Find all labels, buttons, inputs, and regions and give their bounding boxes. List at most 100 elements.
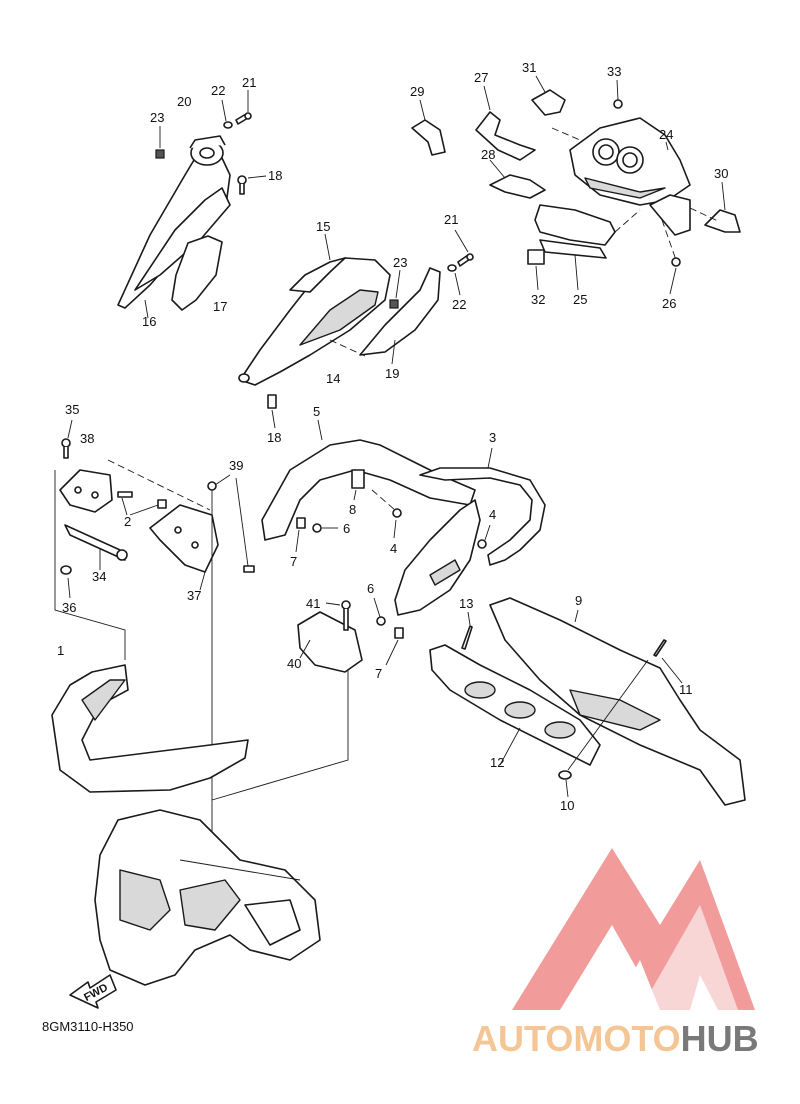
callout-15: 15: [316, 219, 330, 234]
part-23-clip-center: [389, 269, 401, 309]
callout-18-b: 18: [267, 430, 281, 445]
callout-11: 11: [679, 682, 693, 697]
part-22-washer-center: [447, 264, 461, 296]
callout-4-b: 4: [390, 541, 397, 556]
part-2-bolt: [117, 491, 167, 516]
callout-labels: 1 2 3 4 4 5 6 6 7 7 8 9 10 11 12 13 14 1…: [57, 60, 728, 813]
callout-4-a: 4: [489, 507, 496, 522]
callout-39: 39: [229, 458, 243, 473]
callout-27: 27: [474, 70, 488, 85]
callout-12: 12: [490, 755, 504, 770]
callout-14: 14: [326, 371, 340, 386]
part-8-damper: [351, 469, 365, 501]
part-17-inner-panel: [171, 235, 223, 311]
callout-26: 26: [662, 296, 676, 311]
part-31-clip: [531, 75, 566, 116]
callout-38: 38: [80, 431, 94, 446]
part-1-front-guard: [51, 664, 249, 793]
watermark-logo: [512, 848, 755, 1010]
brand-part2: HUB: [680, 1018, 759, 1059]
callout-22-a: 22: [211, 83, 225, 98]
part-36-nut: [60, 565, 72, 599]
assembly-line: [211, 635, 349, 801]
callout-23-b: 23: [393, 255, 407, 270]
part-13-pin: [461, 611, 473, 650]
callout-1: 1: [57, 643, 64, 658]
part-29-clip: [411, 99, 446, 156]
part-25-meter-bracket: [534, 204, 616, 291]
part-12-side-guard: [429, 644, 601, 766]
dash-line: [371, 489, 396, 511]
part-24-meter-cover: [569, 117, 691, 206]
part-35-bolt: [61, 419, 73, 459]
callout-30: 30: [714, 166, 728, 181]
dash-line: [689, 207, 721, 223]
part-14-center-cover: [238, 257, 391, 386]
part-34-stay: [64, 524, 128, 570]
dash-line: [107, 459, 211, 511]
part-20-mirror-bracket: [189, 135, 226, 166]
callout-10: 10: [560, 798, 574, 813]
dash-line: [329, 339, 366, 357]
part-23-clip: [155, 126, 165, 159]
dash-line: [614, 209, 641, 233]
callout-2: 2: [124, 514, 131, 529]
part-18-screw-lower: [267, 394, 277, 429]
part-cowl-side: [394, 499, 481, 616]
callout-23-a: 23: [150, 110, 164, 125]
drawing-code: 8GM3110-H350: [42, 1019, 134, 1034]
callout-29: 29: [410, 84, 424, 99]
assembly-line: [54, 470, 126, 660]
part-21-screw: [235, 90, 252, 125]
callout-24: 24: [659, 127, 673, 142]
brand-part1: AUTOMOTO: [472, 1018, 681, 1059]
part-32-plate: [527, 249, 545, 291]
part-33-screw: [613, 79, 623, 109]
part-40-cover: [297, 611, 363, 673]
callout-5: 5: [313, 404, 320, 419]
callout-20: 20: [177, 94, 191, 109]
part-6-screw: [312, 523, 386, 626]
callout-31: 31: [522, 60, 536, 75]
part-19-side-panel: [359, 267, 441, 365]
callout-3: 3: [489, 430, 496, 445]
callout-33: 33: [607, 64, 621, 79]
callout-8: 8: [349, 502, 356, 517]
part-28-cover-bracket: [489, 159, 546, 199]
callout-6-a: 6: [343, 521, 350, 536]
part-11-pin: [567, 639, 683, 771]
part-18-screw-upper: [237, 175, 267, 195]
callout-21-a: 21: [242, 75, 256, 90]
part-21-screw-center: [454, 229, 474, 267]
part-15-upper-cover: [289, 233, 346, 293]
callout-21-b: 21: [444, 212, 458, 227]
callout-13: 13: [459, 596, 473, 611]
callout-7-a: 7: [290, 554, 297, 569]
callout-16: 16: [142, 314, 156, 329]
part-37-bracket: [149, 504, 219, 591]
callout-40: 40: [287, 656, 301, 671]
callout-18-a: 18: [268, 168, 282, 183]
callout-32: 32: [531, 292, 545, 307]
part-41-bolt: [325, 600, 351, 631]
callout-7-b: 7: [375, 666, 382, 681]
callout-36: 36: [62, 600, 76, 615]
callout-41: 41: [306, 596, 320, 611]
callout-37: 37: [187, 588, 201, 603]
callout-6-b: 6: [367, 581, 374, 596]
callout-9: 9: [575, 593, 582, 608]
part-24-side: [649, 194, 691, 236]
part-39-bolt: [207, 474, 255, 573]
part-27-cover-bracket: [475, 85, 536, 161]
part-4-bolt: [392, 508, 491, 549]
callout-34: 34: [92, 569, 106, 584]
part-22-washer: [221, 99, 233, 129]
part-10-washer: [558, 770, 572, 798]
frame-structure: [94, 809, 321, 986]
dash-line: [661, 219, 677, 261]
callout-35: 35: [65, 402, 79, 417]
fwd-arrow-icon: FWD: [69, 974, 117, 1009]
part-7-nut: [295, 517, 404, 666]
callout-28: 28: [481, 147, 495, 162]
